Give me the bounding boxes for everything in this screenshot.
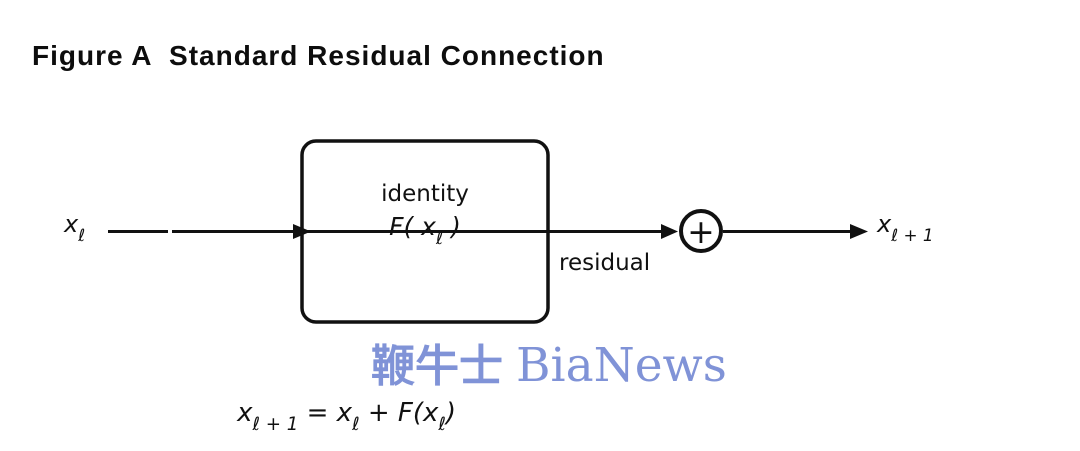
equation-lhs-subscript: ℓ + 1: [252, 414, 299, 436]
residual-equation: xℓ + 1 = xℓ + F(xℓ): [204, 368, 456, 451]
output-label-subscript: ℓ + 1: [891, 224, 934, 245]
function-label-close: ): [443, 212, 461, 241]
figure-title: Figure A Standard Residual Connection: [32, 40, 605, 71]
input-label: xℓ: [64, 210, 85, 243]
arrowhead-into-block-icon: [293, 224, 311, 239]
equation-equals: =: [298, 398, 337, 428]
equation-func-arg: x: [423, 398, 439, 428]
function-label: F( xℓ ): [302, 212, 548, 248]
output-label: xℓ + 1: [877, 210, 934, 243]
function-label-subscript: ℓ: [435, 229, 444, 250]
function-label-arg: x: [421, 212, 436, 241]
residual-label: residual: [559, 250, 651, 276]
equation-func-subscript: ℓ: [438, 414, 446, 436]
equation-func-open: F(: [397, 398, 424, 428]
equation-func-close: ): [445, 398, 457, 428]
arrowhead-output-icon: [850, 224, 868, 239]
arrowhead-into-adder-icon: [661, 224, 678, 239]
watermark-cjk-text: 鞭牛士: [371, 341, 503, 392]
equation-rhs-base: x: [336, 398, 353, 428]
equation-plus: +: [359, 398, 398, 428]
identity-label: identity: [381, 181, 469, 207]
input-label-subscript: ℓ: [78, 224, 86, 245]
watermark-latin-text: BiaNews: [516, 338, 727, 393]
input-label-base: x: [64, 210, 79, 238]
equation-lhs-base: x: [237, 398, 253, 428]
function-label-open: F(: [389, 212, 422, 241]
equation-rhs-subscript: ℓ: [352, 414, 360, 436]
plus-icon: +: [687, 211, 715, 251]
output-label-base: x: [877, 210, 892, 238]
adder-circle: [679, 209, 723, 253]
watermark: 鞭牛士 BiaNews: [371, 330, 727, 394]
